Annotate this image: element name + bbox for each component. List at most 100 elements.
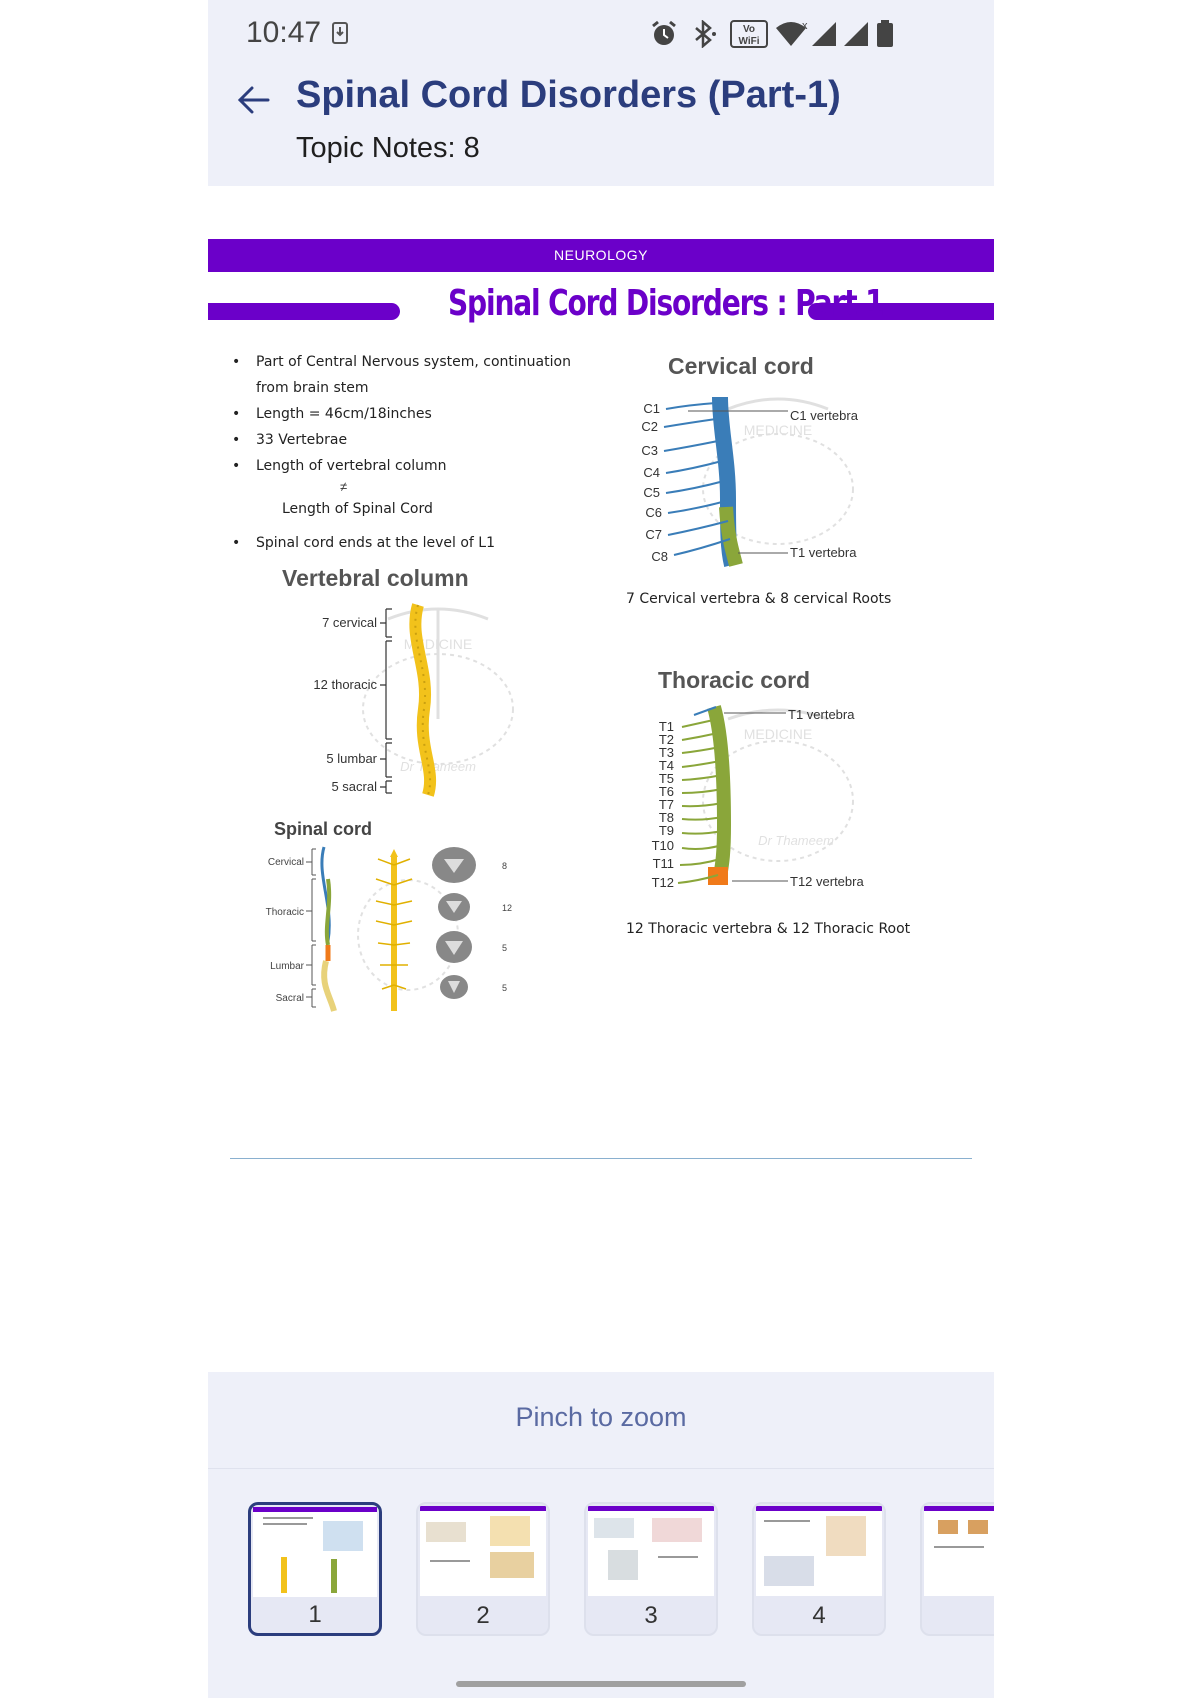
thumbnail-number: 2 [476,1602,490,1629]
wifi-icon: x [776,20,808,46]
svg-text:x: x [802,20,808,32]
root-label: T12 [652,875,674,890]
thumbnail-preview [253,1507,377,1597]
root-label: T6 [659,784,674,799]
phone-screen: 10:47 Vo WiFi x [208,0,994,1698]
root-label: T7 [659,797,674,812]
segment-count: 12 [502,903,512,913]
back-arrow-icon[interactable] [234,80,274,120]
page-thumbnail-5[interactable]: 5 [920,1502,994,1636]
segment-count: 5 [502,943,507,953]
signal-icon-2 [844,22,868,46]
page-navigator: Pinch to zoom 1 2 [208,1372,994,1698]
svg-text:MEDICINE: MEDICINE [744,726,812,742]
page-thumbnail-4[interactable]: 4 [752,1502,886,1636]
thumbnail-preview [420,1506,546,1596]
bluetooth-icon [695,20,716,48]
bullet-list: Part of Central Nervous system, continua… [232,349,577,479]
root-label: T9 [659,823,674,838]
root-label: T5 [659,771,674,786]
length-of-cord-text: Length of Spinal Cord [282,501,433,517]
c1-vertebra-label: C1 vertebra [790,408,859,423]
root-label: T10 [652,838,674,853]
zoom-hint: Pinch to zoom [515,1402,687,1432]
root-label: C7 [645,527,662,542]
svg-text:Dr Thameem: Dr Thameem [758,833,834,848]
status-time: 10:47 [246,16,322,49]
category-banner: NEUROLOGY [208,239,994,272]
list-item: Spinal cord ends at the level of L1 [232,535,495,551]
thumbnail-number: 1 [308,1601,322,1628]
page-thumbnail-3[interactable]: 3 [584,1502,718,1636]
vertebral-label: 5 lumbar [326,751,377,766]
root-label: T1 [659,719,674,734]
cervical-cord-figure: MEDICINE C1 C2 C3 C4 C5 [641,396,859,567]
spinal-cord-title: Spinal cord [274,819,373,839]
page-thumbnail-2[interactable]: 2 [416,1502,550,1636]
divider [230,1158,972,1159]
thoracic-cord-title: Thoracic cord [658,667,811,693]
home-indicator[interactable] [456,1681,746,1687]
svg-text:MEDICINE: MEDICINE [744,422,812,438]
thumbnail-number: 4 [812,1602,826,1629]
cervical-cord-title: Cervical cord [668,353,814,379]
list-item: Part of Central Nervous system, continua… [232,349,577,401]
vowifi-icon: Vo WiFi [730,20,768,48]
alarm-icon [652,20,676,45]
root-label: C6 [645,505,662,520]
title-bar-left [208,303,400,320]
spinal-level-label: Lumbar [270,961,305,972]
segment-count: 5 [502,983,507,993]
spinal-cord-figure: Cervical Thoracic Lumbar Sacral [266,846,512,1012]
root-label: C2 [641,419,658,434]
thoracic-caption: 12 Thoracic vertebra & 12 Thoracic Root [626,921,911,937]
vertebral-column-figure: MEDICINE Dr Thameem 7 cervical 12 thorac… [313,603,514,797]
list-item: Length of vertebral column [232,453,577,479]
download-icon [332,22,348,44]
spinal-level-label: Cervical [268,857,304,868]
svg-text:Vo: Vo [743,24,755,35]
vertebral-label: 5 sacral [331,779,377,794]
root-label: C3 [641,443,658,458]
spinal-level-label: Sacral [276,993,304,1004]
root-label: C5 [643,485,660,500]
page-subtitle: Topic Notes: 8 [296,132,480,164]
signal-icon [812,22,836,46]
t1-vertebra-label: T1 vertebra [790,545,857,560]
svg-text:WiFi: WiFi [738,36,759,47]
thumbnail-number: 5 [922,1602,994,1630]
not-equal-sign: ≠ [340,479,348,494]
title-bar-right [808,303,994,320]
root-label: T2 [659,732,674,747]
page-title: Spinal Cord Disorders (Part-1) [296,74,841,116]
document-page[interactable]: NEUROLOGY Spinal Cord Disorders : Part 1… [208,239,994,1012]
cervical-caption: 7 Cervical vertebra & 8 cervical Roots [626,591,892,607]
page-thumbnail-1[interactable]: 1 [248,1502,382,1636]
root-label: C4 [643,465,660,480]
vertebral-label: 12 thoracic [313,677,377,692]
spinal-level-label: Thoracic [266,907,304,918]
thoracic-cord-figure: MEDICINE Dr Thameem [652,705,864,890]
vertebral-label: 7 cervical [322,615,377,630]
vertebral-column-title: Vertebral column [282,565,469,591]
root-label: T4 [659,758,674,773]
watermark-sign: Dr Thameem [400,759,476,774]
root-label: T8 [659,810,674,825]
t1-vertebra-label: T1 vertebra [788,707,855,722]
thumbnail-preview [588,1506,714,1596]
root-label: C8 [651,549,668,564]
segment-count: 8 [502,861,507,871]
thumbnail-number: 3 [644,1602,658,1629]
t12-vertebra-label: T12 vertebra [790,874,864,889]
app-header: 10:47 Vo WiFi x [208,0,994,186]
root-label: C1 [643,401,660,416]
list-item: Length = 46cm/18inches [232,401,577,427]
thumbnail-preview [924,1506,994,1596]
root-label: T3 [659,745,674,760]
divider [208,1468,994,1469]
document-title: Spinal Cord Disorders : Part 1 [448,283,885,324]
root-label: T11 [653,856,674,871]
list-item: 33 Vertebrae [232,427,577,453]
battery-icon [877,20,893,47]
thumbnail-preview [756,1506,882,1596]
